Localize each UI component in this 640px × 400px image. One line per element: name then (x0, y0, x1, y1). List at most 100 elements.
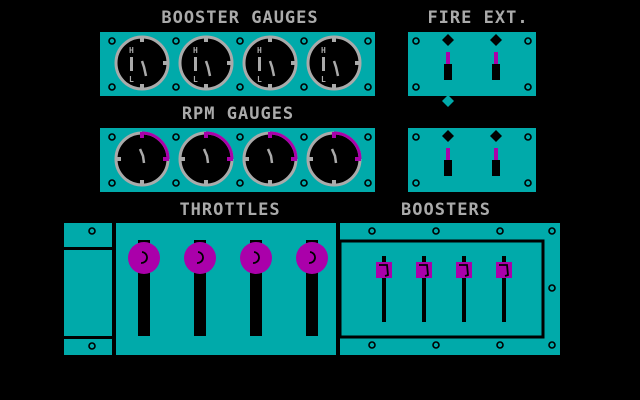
gauge-tick (163, 157, 169, 161)
booster-gauge: HL (242, 35, 298, 91)
booster-lever-4[interactable] (496, 256, 512, 322)
switch-lever[interactable] (446, 148, 450, 160)
bolt-icon (548, 227, 556, 235)
gauge-tick (140, 84, 144, 90)
rpm-redline-arc (269, 131, 298, 160)
booster-lever-3[interactable] (456, 256, 472, 322)
bolt-icon (236, 179, 244, 187)
gauge-tick (268, 180, 272, 186)
bolt-icon (300, 37, 308, 45)
knob-mark (419, 264, 429, 277)
throttle-lever-3[interactable] (240, 240, 272, 336)
gauge-high-label: H (321, 46, 326, 55)
throttle-lever-2[interactable] (184, 240, 216, 336)
fire-ext-title: FIRE EXT. (427, 8, 529, 28)
knob-mark (379, 264, 389, 277)
bolt-icon (524, 179, 532, 187)
gauge-needle (332, 60, 340, 77)
fire-ext-switch-engine-4[interactable] (490, 130, 502, 176)
gauge-scale-bar (130, 57, 133, 71)
gauge-tick (179, 157, 185, 161)
gauge-tick (332, 84, 336, 90)
bolt-icon (172, 133, 180, 141)
gauge-tick (227, 157, 233, 161)
fire-ext-switch-engine-1[interactable] (442, 34, 454, 80)
gauge-needle (204, 60, 212, 77)
rpm-redline-arc (333, 131, 362, 160)
gauge-high-label: H (193, 46, 198, 55)
throttle-knob[interactable] (296, 242, 328, 274)
gauge-scale-bar (322, 57, 325, 71)
divider (64, 336, 112, 339)
booster-track (382, 256, 386, 322)
switch-lever[interactable] (494, 52, 498, 64)
link-diamond-icon (442, 95, 454, 107)
throttle-knob[interactable] (128, 242, 160, 274)
gauge-tick (355, 61, 361, 65)
gauge-tick (268, 84, 272, 90)
throttle-lever-4[interactable] (296, 240, 328, 336)
gauge-tick (291, 157, 297, 161)
bolt-icon (108, 179, 116, 187)
bolt-icon (432, 341, 440, 349)
gauge-needle (266, 148, 274, 164)
bolt-icon (236, 37, 244, 45)
bolt-icon (548, 284, 556, 292)
bolt-icon (364, 179, 372, 187)
bolt-icon (412, 179, 420, 187)
fire-ext-panel-lower (408, 128, 536, 192)
gauge-tick (227, 61, 233, 65)
switch-lever[interactable] (494, 148, 498, 160)
switch-light-icon (490, 34, 502, 46)
gauge-tick (204, 180, 208, 186)
bolt-icon (524, 133, 532, 141)
switch-base (444, 160, 452, 176)
booster-gauges-title: BOOSTER GAUGES (161, 8, 319, 28)
booster-gauge: HL (178, 35, 234, 91)
booster-track (462, 256, 466, 322)
bolt-icon (368, 227, 376, 235)
bolt-icon (364, 133, 372, 141)
gauge-scale-bar (194, 57, 197, 71)
knob-mark (459, 264, 469, 277)
booster-lever-1[interactable] (376, 256, 392, 322)
booster-track (502, 256, 506, 322)
throttles-title: THROTTLES (179, 200, 281, 220)
gauge-tick (163, 61, 169, 65)
gauge-needle (202, 148, 210, 164)
bolt-icon (432, 227, 440, 235)
gauge-high-label: H (257, 46, 262, 55)
switch-lever[interactable] (446, 52, 450, 64)
knob-mark (196, 251, 204, 264)
rpm-redline-arc (141, 131, 170, 160)
gauge-tick (204, 36, 208, 42)
throttle-knob[interactable] (184, 242, 216, 274)
throttle-lever-1[interactable] (128, 240, 160, 336)
bolt-icon (548, 341, 556, 349)
gauge-tick (115, 157, 121, 161)
divider (64, 247, 112, 250)
gauge-tick (332, 180, 336, 186)
bolt-icon (364, 83, 372, 91)
booster-gauge: HL (114, 35, 170, 91)
fire-ext-switch-engine-3[interactable] (442, 130, 454, 176)
gauge-tick (291, 61, 297, 65)
bolt-icon (88, 227, 96, 235)
boosters-title: BOOSTERS (401, 200, 491, 220)
throttle-knob[interactable] (240, 242, 272, 274)
gauge-tick (243, 157, 249, 161)
bolt-icon (300, 83, 308, 91)
gauge-needle (138, 148, 146, 164)
gauge-scale-bar (258, 57, 261, 71)
bolt-icon (300, 179, 308, 187)
gauge-tick (268, 132, 272, 138)
boosters-frame (338, 239, 545, 339)
booster-lever-2[interactable] (416, 256, 432, 322)
bolt-icon (496, 227, 504, 235)
left-side-panel (64, 223, 112, 355)
fire-ext-switch-engine-2[interactable] (490, 34, 502, 80)
gauge-tick (140, 132, 144, 138)
gauge-low-label: L (257, 75, 262, 84)
